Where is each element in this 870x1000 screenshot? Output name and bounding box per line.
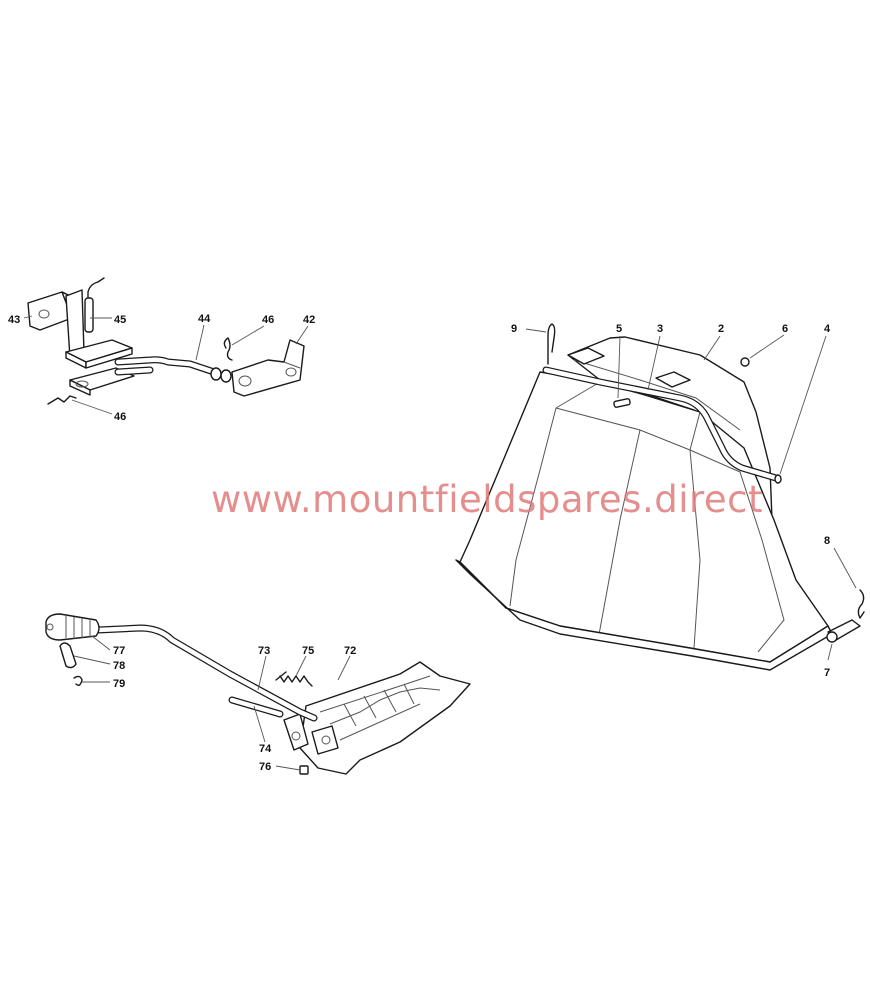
callout-46-lower: 46 — [114, 411, 126, 423]
part-46-clip-lower — [47, 395, 77, 405]
part-46-clip — [223, 337, 233, 361]
part-4-washer — [774, 474, 782, 484]
callout-labels: 43 45 44 46 42 46 9 5 3 2 6 4 8 7 77 78 … — [8, 313, 831, 773]
callout-73: 73 — [258, 645, 270, 657]
part-42-bracket — [231, 339, 305, 397]
part-78-clevis — [59, 642, 77, 669]
part-5-bolt — [613, 398, 631, 408]
callout-77: 77 — [113, 645, 125, 657]
part-77-grip — [45, 613, 100, 641]
leaders-right — [525, 328, 857, 661]
callout-42: 42 — [303, 314, 315, 326]
callout-45: 45 — [114, 314, 126, 326]
part-8-clip — [857, 589, 865, 619]
callout-9: 9 — [511, 323, 517, 335]
callout-74: 74 — [259, 743, 272, 755]
lever-and-chute-assembly — [45, 613, 471, 775]
callout-4: 4 — [824, 323, 831, 335]
leaders-bottom-left — [73, 635, 351, 771]
callout-5: 5 — [616, 323, 622, 335]
part-76-screw — [299, 765, 309, 775]
part-6-nut — [740, 357, 750, 367]
callout-78: 78 — [113, 660, 125, 672]
callout-7: 7 — [824, 667, 830, 679]
callout-72: 72 — [344, 645, 356, 657]
part-9-clip — [547, 323, 556, 365]
callout-76: 76 — [259, 761, 271, 773]
watermark-text: www.mountfieldspares.direct — [211, 478, 763, 521]
callout-44: 44 — [198, 313, 211, 325]
lift-linkage-assembly — [27, 277, 305, 405]
callout-75: 75 — [302, 645, 314, 657]
part-72-chute — [299, 661, 471, 775]
callout-8: 8 — [824, 535, 830, 547]
callout-46: 46 — [262, 314, 274, 326]
callout-79: 79 — [113, 678, 125, 690]
callout-2: 2 — [718, 323, 724, 335]
callout-43: 43 — [8, 314, 20, 326]
callout-6: 6 — [782, 323, 788, 335]
leaders-top-left — [23, 315, 309, 415]
part-75-spring — [279, 675, 313, 687]
part-79-clip — [73, 675, 83, 687]
grass-catcher-assembly — [455, 323, 865, 671]
callout-3: 3 — [657, 323, 663, 335]
